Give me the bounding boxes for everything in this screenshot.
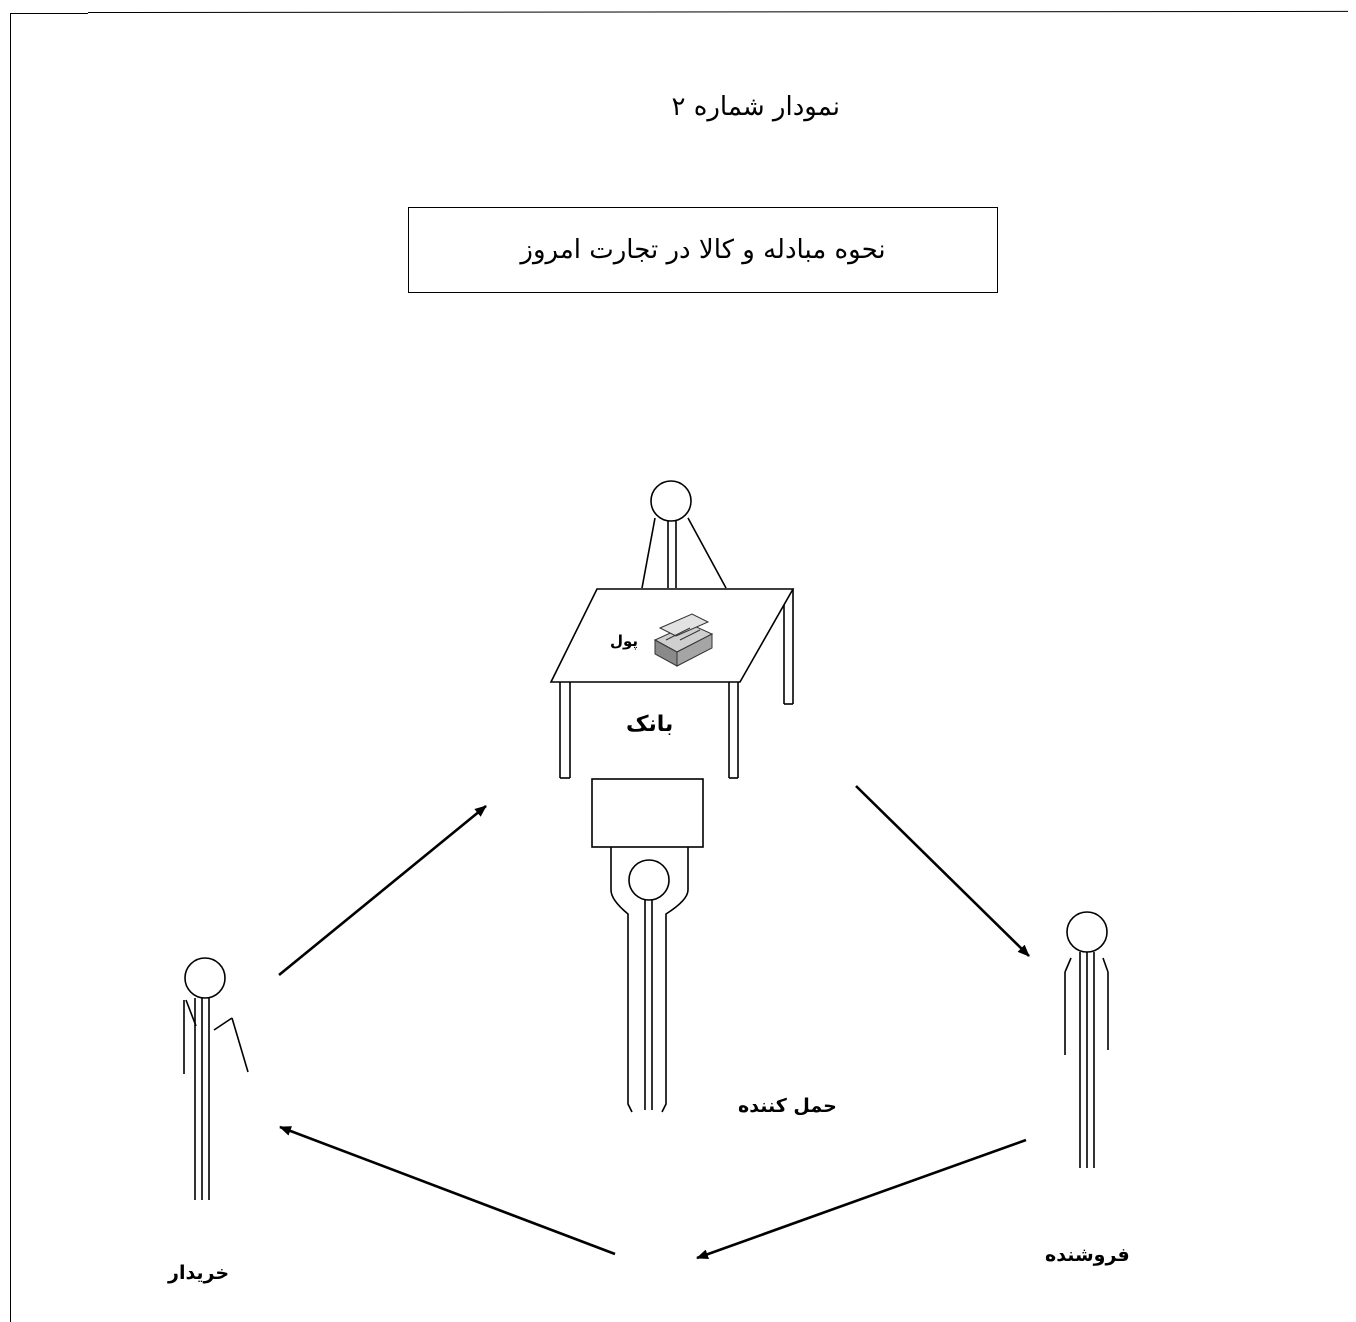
seller-label: فروشنده xyxy=(1045,1244,1130,1266)
money-label: پول xyxy=(610,632,638,650)
bank-clerk-figure xyxy=(642,481,726,588)
carrier-label: حمل کننده xyxy=(738,1095,837,1117)
arrow-seller-to-middle xyxy=(697,1140,1026,1258)
bank-table xyxy=(551,589,793,778)
buyer-figure xyxy=(184,958,248,1200)
bank-label: بانک xyxy=(626,712,673,737)
arrow-middle-to-buyer xyxy=(280,1127,615,1254)
seller-figure xyxy=(1065,912,1108,1168)
arrow-bank-to-seller xyxy=(856,786,1029,956)
carrier-figure xyxy=(592,779,703,1112)
buyer-label: خریدار xyxy=(168,1262,229,1284)
arrow-buyer-to-bank xyxy=(279,806,486,975)
